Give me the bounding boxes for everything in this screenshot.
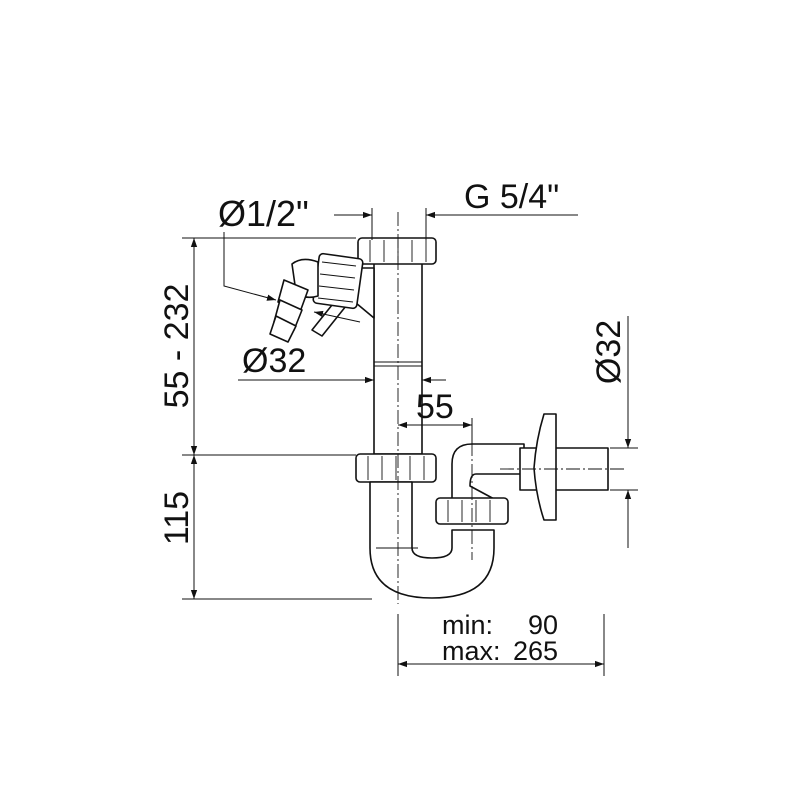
- pipe-diameter-label: Ø32: [242, 342, 306, 380]
- dimension-height: 55 - 232 115: [158, 237, 372, 600]
- length-min-value: 90: [528, 610, 558, 640]
- offset-label: 55: [416, 388, 454, 426]
- trap-height-label: 115: [158, 491, 196, 545]
- siphon-body: [269, 237, 609, 599]
- inlet-thread-label: Ø1/2": [218, 193, 309, 234]
- dimension-pipe-diameter: Ø32: [238, 342, 446, 384]
- height-range-label: 55 - 232: [158, 284, 196, 409]
- top-nut: [357, 237, 437, 265]
- dimension-length: min: 90 max: 265: [397, 610, 605, 676]
- wall-outlet-diameter-label: Ø32: [590, 320, 628, 384]
- length-max-label: max:: [442, 636, 501, 666]
- length-max-value: 265: [513, 636, 558, 666]
- dimension-top-threads: Ø1/2" G 5/4": [218, 178, 578, 240]
- side-inlet-valve: [269, 252, 375, 343]
- trap-body: [369, 481, 495, 599]
- dimension-offset: 55: [398, 388, 473, 444]
- length-min-label: min:: [442, 610, 493, 640]
- outlet-thread-label: G 5/4": [464, 178, 559, 216]
- dimension-wall-outlet-diameter: Ø32: [590, 316, 638, 548]
- wall-rosette: [533, 413, 557, 521]
- inlet-thread-leader: [223, 232, 361, 323]
- lower-nut: [355, 453, 437, 483]
- outlet-elbow: [451, 443, 525, 501]
